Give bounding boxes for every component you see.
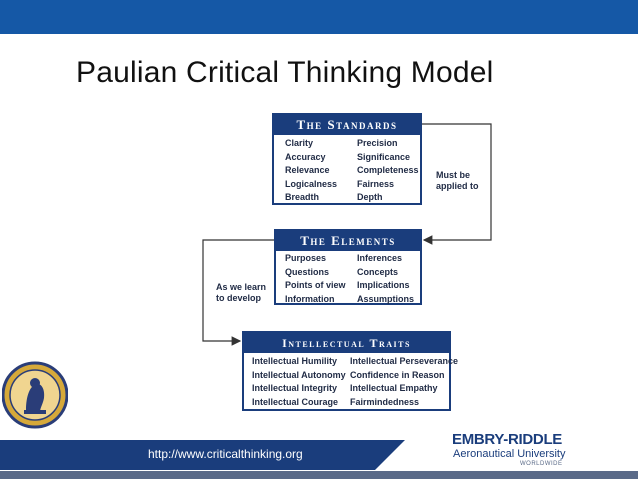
- trait-item: Intellectual Perseverance: [350, 356, 459, 366]
- standard-item: Accuracy: [285, 151, 326, 162]
- standards-to-elements-arrow: [422, 123, 492, 245]
- top-accent-bar: [0, 0, 638, 34]
- element-item: Questions: [285, 266, 330, 277]
- elements-box: The Elements Purposes Questions Points o…: [274, 229, 422, 305]
- footer-url-link[interactable]: http://www.criticalthinking.org: [148, 447, 303, 461]
- annotation-line: Must be: [436, 170, 471, 180]
- embry-riddle-logo-subtitle: Aeronautical University: [453, 448, 566, 460]
- traits-box: Intellectual Traits Intellectual Humilit…: [242, 331, 458, 411]
- annotation-line: As we learn: [216, 282, 267, 292]
- standard-item: Breadth: [285, 192, 320, 203]
- standards-col-2: Precision Significance Completeness Fair…: [357, 137, 419, 205]
- annotation-line: to develop: [216, 293, 262, 303]
- trait-item: Fairmindedness: [350, 396, 420, 407]
- element-item: Points of view: [285, 280, 346, 291]
- trait-item: Intellectual Humility: [252, 356, 338, 366]
- traits-col-1: Intellectual Humility Intellectual Auton…: [252, 355, 346, 409]
- trait-item: Confidence in Reason: [350, 369, 445, 380]
- standard-item: Precision: [357, 138, 398, 148]
- footer-bar: [0, 440, 405, 470]
- elements-col-2: Inferences Concepts Implications Assumpt…: [357, 252, 414, 306]
- element-item: Purposes: [285, 253, 327, 263]
- bottom-stripe: [0, 471, 638, 479]
- element-item: Information: [285, 293, 335, 304]
- standard-item: Relevance: [285, 165, 330, 176]
- as-we-learn-label: As we learn to develop: [216, 282, 266, 304]
- trait-item: Intellectual Integrity: [252, 383, 338, 394]
- element-item: Implications: [357, 280, 410, 291]
- annotation-line: applied to: [436, 181, 479, 191]
- element-item: Inferences: [357, 253, 403, 263]
- standards-title: The Standards: [274, 115, 420, 135]
- standard-item: Clarity: [285, 138, 314, 148]
- trait-item: Intellectual Courage: [252, 396, 339, 407]
- elements-col-1: Purposes Questions Points of view Inform…: [285, 252, 346, 306]
- trait-item: Intellectual Autonomy: [252, 369, 346, 380]
- element-item: Concepts: [357, 266, 399, 277]
- traits-title: Intellectual Traits: [244, 333, 449, 353]
- elements-title: The Elements: [276, 231, 420, 251]
- embry-riddle-logo-worldwide: WORLDWIDE: [520, 461, 563, 467]
- embry-riddle-logo-text: EMBRY-RIDDLE: [452, 431, 563, 448]
- standard-item: Significance: [357, 151, 411, 162]
- trait-item: Intellectual Empathy: [350, 383, 438, 394]
- foundation-for-critical-thinking-seal-icon: [2, 361, 68, 429]
- must-be-applied-label: Must be applied to: [436, 170, 479, 192]
- standards-box: The Standards Clarity Accuracy Relevance…: [272, 113, 422, 205]
- elements-to-traits-arrow: [202, 239, 274, 346]
- standards-col-1: Clarity Accuracy Relevance Logicalness B…: [285, 137, 337, 205]
- element-item: Assumptions: [357, 293, 415, 304]
- standard-item: Fairness: [357, 178, 395, 189]
- standard-item: Depth: [357, 192, 383, 203]
- standard-item: Completeness: [357, 165, 419, 176]
- slide-title: Paulian Critical Thinking Model: [76, 56, 494, 89]
- standard-item: Logicalness: [285, 178, 338, 189]
- traits-col-2: Intellectual Perseverance Confidence in …: [350, 355, 458, 409]
